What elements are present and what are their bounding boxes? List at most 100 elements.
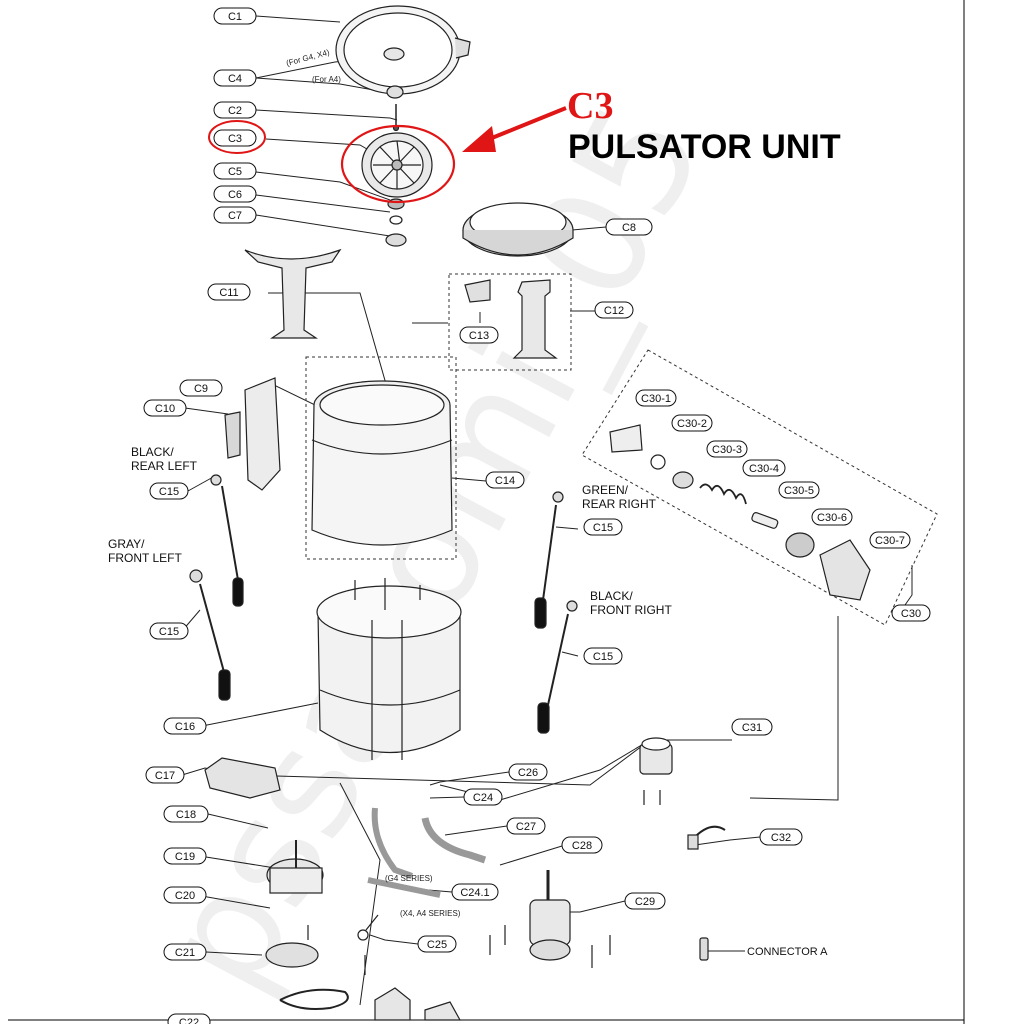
part-label-c30-6: C30-6: [811, 508, 853, 526]
part-label-c30-1: C30-1: [635, 389, 677, 407]
part-label-pill: [417, 935, 457, 953]
part-label-text: C30-3: [712, 444, 742, 456]
part-label-text: C1: [228, 11, 242, 23]
note-g4-series: (G4 SERIES): [385, 874, 433, 883]
part-label-text: C30-7: [875, 535, 905, 547]
part-label-pill: [179, 379, 223, 397]
part-label-c25: C25: [417, 935, 457, 953]
part-label-c30: C30: [891, 604, 931, 622]
part-label-text: C5: [228, 166, 242, 178]
part-label-c6: C6: [213, 185, 257, 203]
note-for-g4-x4: (For G4, X4): [285, 48, 331, 68]
part-label-text: C30-1: [641, 393, 671, 405]
callout-title: PULSATOR UNIT: [568, 128, 841, 166]
part-label-text: C14: [495, 475, 515, 487]
part-label-text: C19: [175, 851, 195, 863]
part-label-text: C8: [622, 222, 636, 234]
part-label-c15c: C15: [149, 622, 189, 640]
part-label-c19: C19: [163, 847, 207, 865]
part-label-text: C31: [742, 722, 762, 734]
tub-part: [316, 578, 462, 760]
part-label-c26: C26: [508, 763, 548, 781]
part-label-pill: [778, 481, 820, 499]
note-black-rear-left-2: REAR LEFT: [131, 459, 198, 473]
note-gray-front-left-2: FRONT LEFT: [108, 551, 182, 565]
part-label-text: C30-2: [677, 418, 707, 430]
pulsator-callout: C3 PULSATOR UNIT: [208, 85, 841, 204]
part-label-c15b: C15: [583, 518, 623, 536]
part-label-pill: [459, 326, 499, 344]
part-label-text: C22: [179, 1017, 199, 1024]
part-label-c17: C17: [145, 766, 185, 784]
part-label-text: C30: [901, 608, 921, 620]
part-label-c28: C28: [561, 836, 603, 854]
part-label-pill: [163, 717, 207, 735]
part-label-c2: C2: [213, 101, 257, 119]
lid-part: [335, 5, 471, 95]
part-label-pill: [506, 817, 546, 835]
part-label-text: C11: [219, 287, 238, 299]
drain-motor-part: [529, 870, 571, 961]
part-label-text: C18: [176, 809, 196, 821]
group-boxes: [305, 273, 938, 626]
part-label-pill: [635, 389, 677, 407]
part-label-pill: [145, 766, 185, 784]
part-label-c11: C11: [207, 283, 251, 301]
part-label-text: C10: [155, 403, 175, 415]
part-label-c3: C3: [213, 129, 257, 147]
part-label-text: C30-5: [784, 485, 814, 497]
part-label-text: C24.1: [460, 887, 489, 899]
part-label-text: C24: [473, 792, 493, 804]
drum-part: [311, 380, 453, 546]
callout-arrow-head: [462, 126, 496, 152]
part-label-pill: [213, 101, 257, 119]
part-label-pill: [163, 943, 207, 961]
part-label-c30-4: C30-4: [742, 459, 786, 477]
part-label-c31: C31: [731, 718, 773, 736]
part-label-text: C7: [228, 210, 242, 222]
part-label-c4: C4: [213, 69, 257, 87]
part-label-c9: C9: [179, 379, 223, 397]
part-label-pill: [213, 162, 257, 180]
part-label-pill: [624, 892, 666, 910]
part-label-text: C15: [159, 626, 179, 638]
part-label-pill: [742, 459, 786, 477]
part-label-pill: [811, 508, 853, 526]
parts-art: [189, 5, 871, 1021]
pulsator-part: [361, 132, 433, 198]
part-label-pill: [213, 69, 257, 87]
part-label-pill: [731, 718, 773, 736]
part-label-text: C30-6: [817, 512, 847, 524]
part-label-pill: [163, 847, 207, 865]
part-label-c15a: C15: [149, 482, 189, 500]
note-green-rear-right-1: GREEN/: [582, 483, 629, 497]
part-label-c13: C13: [459, 326, 499, 344]
part-label-text: C15: [159, 486, 179, 498]
callout-code: C3: [567, 85, 613, 127]
balance-ring-part: [462, 202, 574, 257]
callout-circle-part: [340, 124, 456, 204]
part-label-c8: C8: [605, 218, 653, 236]
part-label-c30-5: C30-5: [778, 481, 820, 499]
part-label-pill: [163, 805, 209, 823]
part-label-text: C16: [175, 721, 195, 733]
part-label-c10: C10: [143, 399, 187, 417]
part-label-c7: C7: [213, 206, 257, 224]
part-label-c30-2: C30-2: [671, 414, 713, 432]
part-label-text: C32: [771, 832, 791, 844]
part-label-text: C9: [194, 383, 208, 395]
note-x4-a4-series: (X4, A4 SERIES): [400, 909, 461, 918]
part-label-text: C17: [155, 770, 175, 782]
part-label-pill: [759, 828, 803, 846]
part-label-text: C21: [175, 947, 195, 959]
note-black-front-right-2: FRONT RIGHT: [590, 603, 672, 617]
note-connector-a: CONNECTOR A: [747, 946, 828, 958]
part-label-c30-7: C30-7: [869, 531, 911, 549]
part-label-text: C29: [635, 896, 655, 908]
part-label-text: C2: [228, 105, 242, 117]
part-label-text: C15: [593, 651, 613, 663]
part-label-pill: [594, 301, 634, 319]
callout-circle-label: [208, 120, 266, 154]
part-label-c32: C32: [759, 828, 803, 846]
part-label-pill: [561, 836, 603, 854]
